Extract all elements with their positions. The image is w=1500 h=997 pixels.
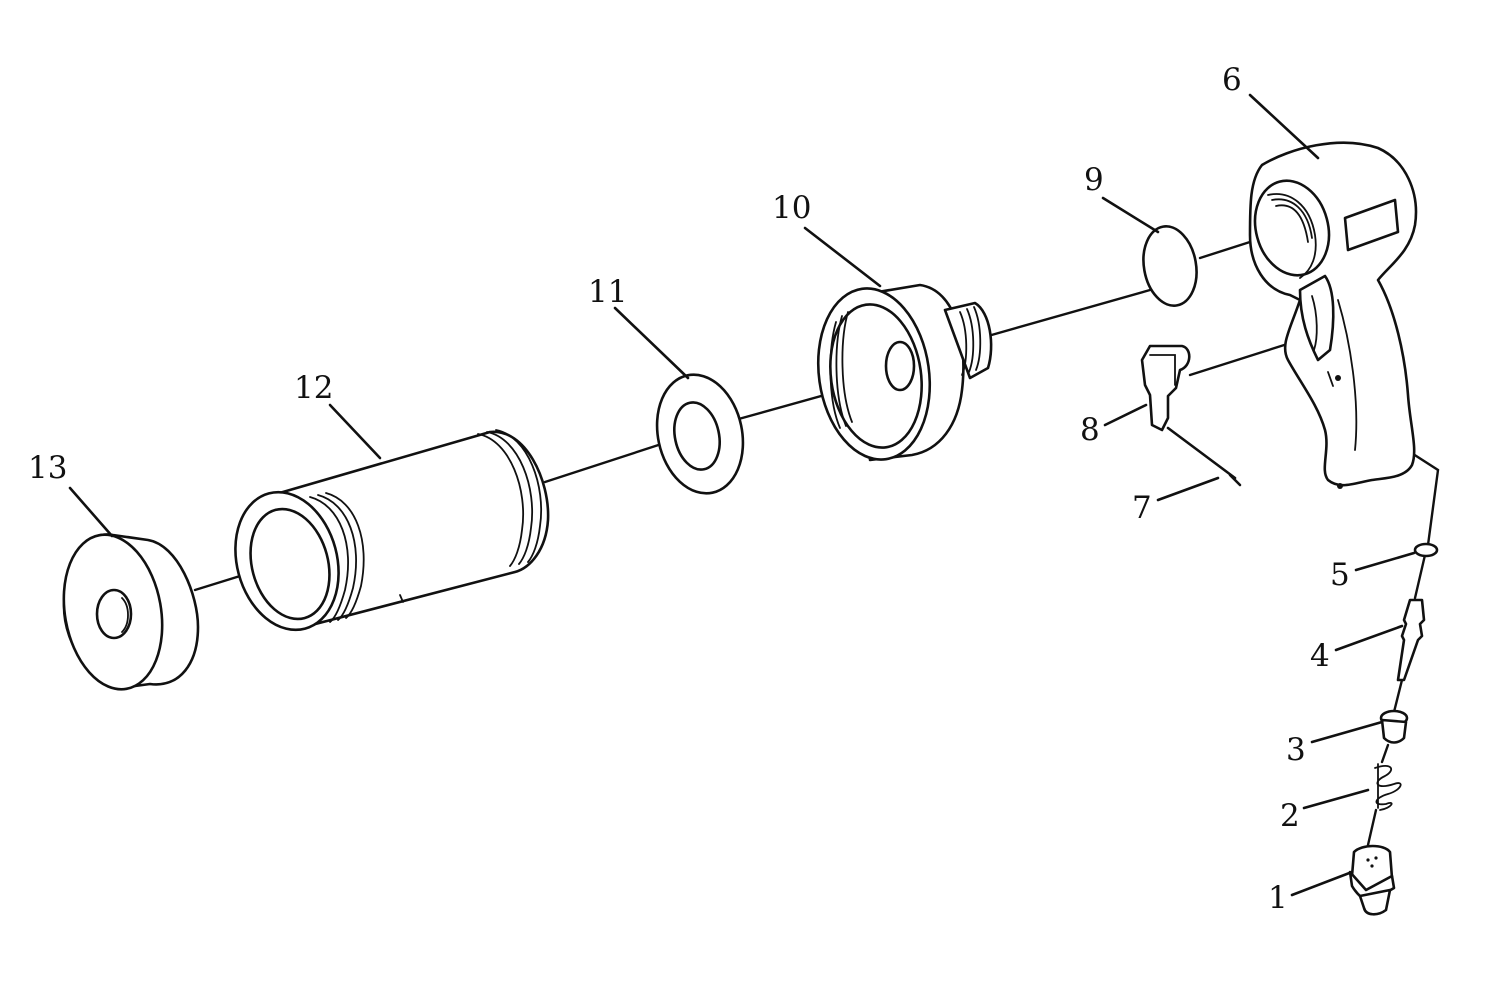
- part-5-o-ring: [1413, 542, 1439, 558]
- part-2-spring: [1374, 763, 1402, 811]
- callout-12: 12: [294, 370, 333, 406]
- part-8-trigger: [1140, 344, 1191, 432]
- part-9-gasket: [1142, 225, 1198, 307]
- leader-2: [1302, 788, 1370, 810]
- callout-5: 5: [1330, 557, 1350, 593]
- callout-2: 2: [1280, 798, 1300, 834]
- leader-11: [613, 306, 690, 380]
- part-6-handle: [1248, 141, 1418, 489]
- callout-10: 10: [772, 190, 811, 226]
- leader-9: [1101, 196, 1160, 234]
- callout-8: 8: [1080, 412, 1100, 448]
- callout-labels: 13 12 11 10 9 6 8 7 5 4 3 2 1: [28, 62, 1350, 916]
- part-4-valve-stem: [1396, 598, 1426, 682]
- part-10-threaded-bushing: [816, 283, 993, 462]
- leader-8: [1103, 403, 1148, 427]
- part-12-threaded-cylinder: [234, 429, 550, 632]
- callout-13: 13: [28, 450, 67, 486]
- callout-6: 6: [1222, 62, 1242, 98]
- part-13-end-cap: [62, 533, 200, 691]
- callout-1: 1: [1268, 880, 1288, 916]
- callout-7: 7: [1132, 490, 1152, 526]
- leader-10: [803, 226, 882, 288]
- leader-3: [1310, 720, 1384, 744]
- leader-4: [1334, 624, 1404, 652]
- callout-9: 9: [1084, 162, 1104, 198]
- leader-5: [1354, 551, 1416, 572]
- leader-12: [328, 403, 382, 460]
- part-1-threaded-plug: [1348, 844, 1396, 916]
- part-7-pin: [1166, 426, 1242, 487]
- leader-7: [1156, 476, 1220, 502]
- leader-6: [1248, 93, 1320, 160]
- callout-4: 4: [1310, 638, 1330, 674]
- leader-1: [1290, 870, 1354, 897]
- callout-3: 3: [1286, 732, 1306, 768]
- part-11-washer: [655, 373, 745, 495]
- part-3-valve-seat: [1379, 709, 1409, 744]
- leader-lines: [68, 93, 1416, 897]
- leader-13: [68, 486, 114, 538]
- callout-11: 11: [588, 274, 627, 310]
